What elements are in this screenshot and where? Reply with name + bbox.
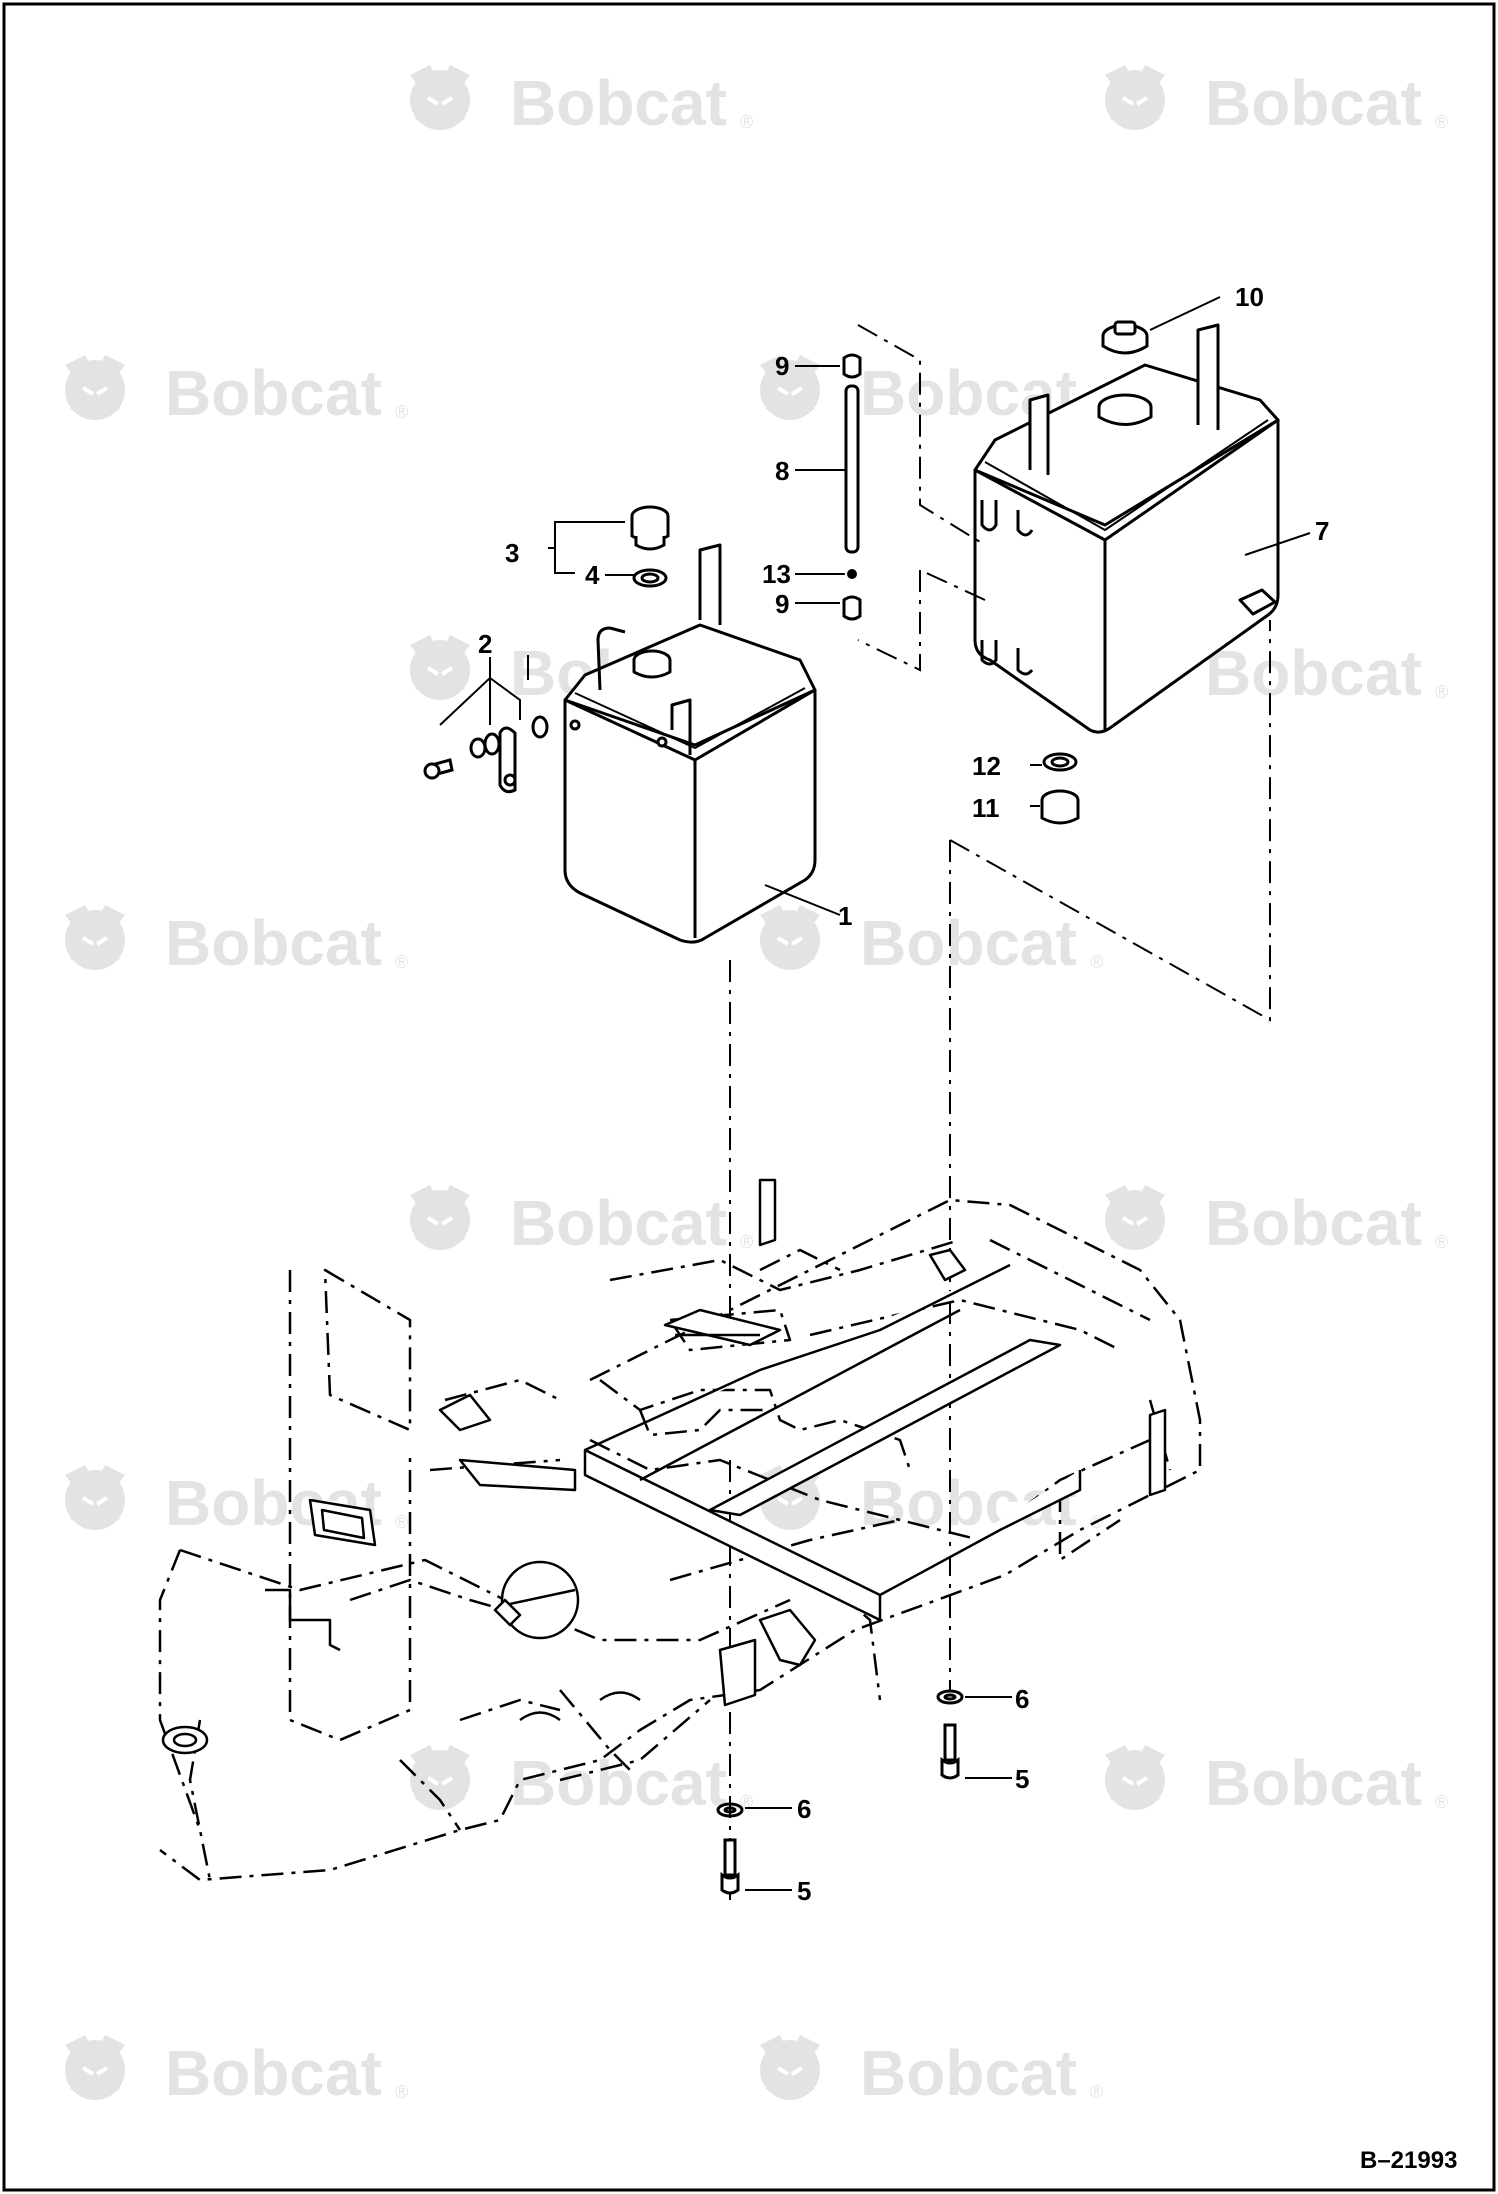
watermark-text: Bobcat (1205, 1747, 1422, 1819)
tank-7 (973, 323, 1280, 734)
bobcat-logo-icon (758, 2033, 822, 2102)
washer-6-right (936, 1689, 964, 1705)
washer-6-left (716, 1802, 744, 1818)
washer-12 (1042, 752, 1078, 772)
watermark-reg: ® (1090, 2082, 1103, 2102)
callout-5-left: 5 (797, 1876, 811, 1906)
watermark-reg: ® (740, 1232, 753, 1252)
watermark: Bobcat ® (63, 353, 408, 429)
callout-7: 7 (1315, 516, 1329, 546)
callout-5-right: 5 (1015, 1764, 1029, 1794)
watermark-reg: ® (395, 952, 408, 972)
watermark: Bobcat ® (758, 2033, 1103, 2109)
bobcat-logo-icon (758, 903, 822, 972)
callout-9-bottom: 9 (775, 589, 789, 619)
fitting-2 (423, 715, 549, 794)
clamp-9-bottom (842, 595, 862, 621)
bolt-5-left (720, 1838, 740, 1895)
watermark-text: Bobcat (1205, 67, 1422, 139)
bobcat-logo-icon (63, 903, 127, 972)
callout-2: 2 (478, 629, 492, 659)
watermark-text: Bobcat (510, 67, 727, 139)
callout-6-left: 6 (797, 1794, 811, 1824)
tank-1 (563, 543, 817, 944)
watermark-reg: ® (1435, 1792, 1448, 1812)
watermark-text: Bobcat (510, 1187, 727, 1259)
bobcat-logo-icon (408, 63, 472, 132)
bobcat-logo-icon (408, 633, 472, 702)
bolt-5-right (940, 1723, 960, 1780)
cap-10 (1101, 320, 1149, 355)
bobcat-logo-icon (63, 353, 127, 422)
callout-10: 10 (1235, 282, 1264, 312)
bobcat-logo-icon (1103, 1743, 1167, 1812)
watermark: Bobcat ® (63, 903, 408, 979)
watermark-text: Bobcat (1205, 637, 1422, 709)
watermark: Bobcat ® (758, 903, 1103, 979)
callout-labels: 3 4 2 1 9 8 13 9 10 7 12 11 6 5 6 5 (478, 282, 1329, 1906)
watermark-reg: ® (1435, 1232, 1448, 1252)
bobcat-logo-icon (63, 1463, 127, 1532)
bobcat-logo-icon (1103, 63, 1167, 132)
watermark: Bobcat ® (408, 1183, 753, 1259)
watermark: Bobcat ® (1103, 63, 1448, 139)
watermark-text: Bobcat (860, 907, 1077, 979)
watermark: Bobcat ® (63, 2033, 408, 2109)
watermark-text: Bobcat (860, 2037, 1077, 2109)
watermark-text: Bobcat (165, 907, 382, 979)
watermark-reg: ® (395, 402, 408, 422)
callout-12: 12 (972, 751, 1001, 781)
ball-13 (847, 569, 857, 579)
watermark-reg: ® (395, 2082, 408, 2102)
watermark-text: Bobcat (1205, 1187, 1422, 1259)
watermark-reg: ® (395, 1512, 408, 1532)
callout-1: 1 (838, 901, 852, 931)
watermark-layer: Bobcat ® Bobcat ® Bobcat ® Bobcat ® Bobc… (63, 63, 1448, 2109)
bobcat-logo-icon (408, 1183, 472, 1252)
watermark-reg: ® (1435, 682, 1448, 702)
callout-11: 11 (972, 793, 1000, 823)
tube-8 (844, 384, 860, 554)
watermark-reg: ® (1435, 112, 1448, 132)
watermark: Bobcat ® (1103, 1183, 1448, 1259)
frame-details (161, 1178, 1167, 1755)
watermark-reg: ® (1090, 952, 1103, 972)
watermark: Bobcat ® (1103, 633, 1448, 709)
watermark: Bobcat ® (408, 1743, 753, 1819)
bobcat-logo-icon (758, 353, 822, 422)
callout-9-top: 9 (775, 351, 789, 381)
bobcat-logo-icon (1103, 1183, 1167, 1252)
bobcat-logo-icon (63, 2033, 127, 2102)
watermark-text: Bobcat (165, 357, 382, 429)
watermark: Bobcat ® (1103, 1743, 1448, 1819)
callout-8: 8 (775, 456, 789, 486)
watermark-text: Bobcat (165, 2037, 382, 2109)
watermark-reg: ® (740, 112, 753, 132)
plug-11 (1040, 789, 1080, 825)
watermark: Bobcat ® (408, 63, 753, 139)
leader-lines (439, 296, 1311, 1891)
callout-3: 3 (505, 538, 519, 568)
document-number: B–21993 (1360, 2147, 1457, 2174)
clamp-9-top (842, 353, 862, 379)
callout-13: 13 (762, 559, 791, 589)
cap-3 (630, 505, 670, 588)
callout-4: 4 (585, 560, 600, 590)
callout-6-right: 6 (1015, 1684, 1029, 1714)
